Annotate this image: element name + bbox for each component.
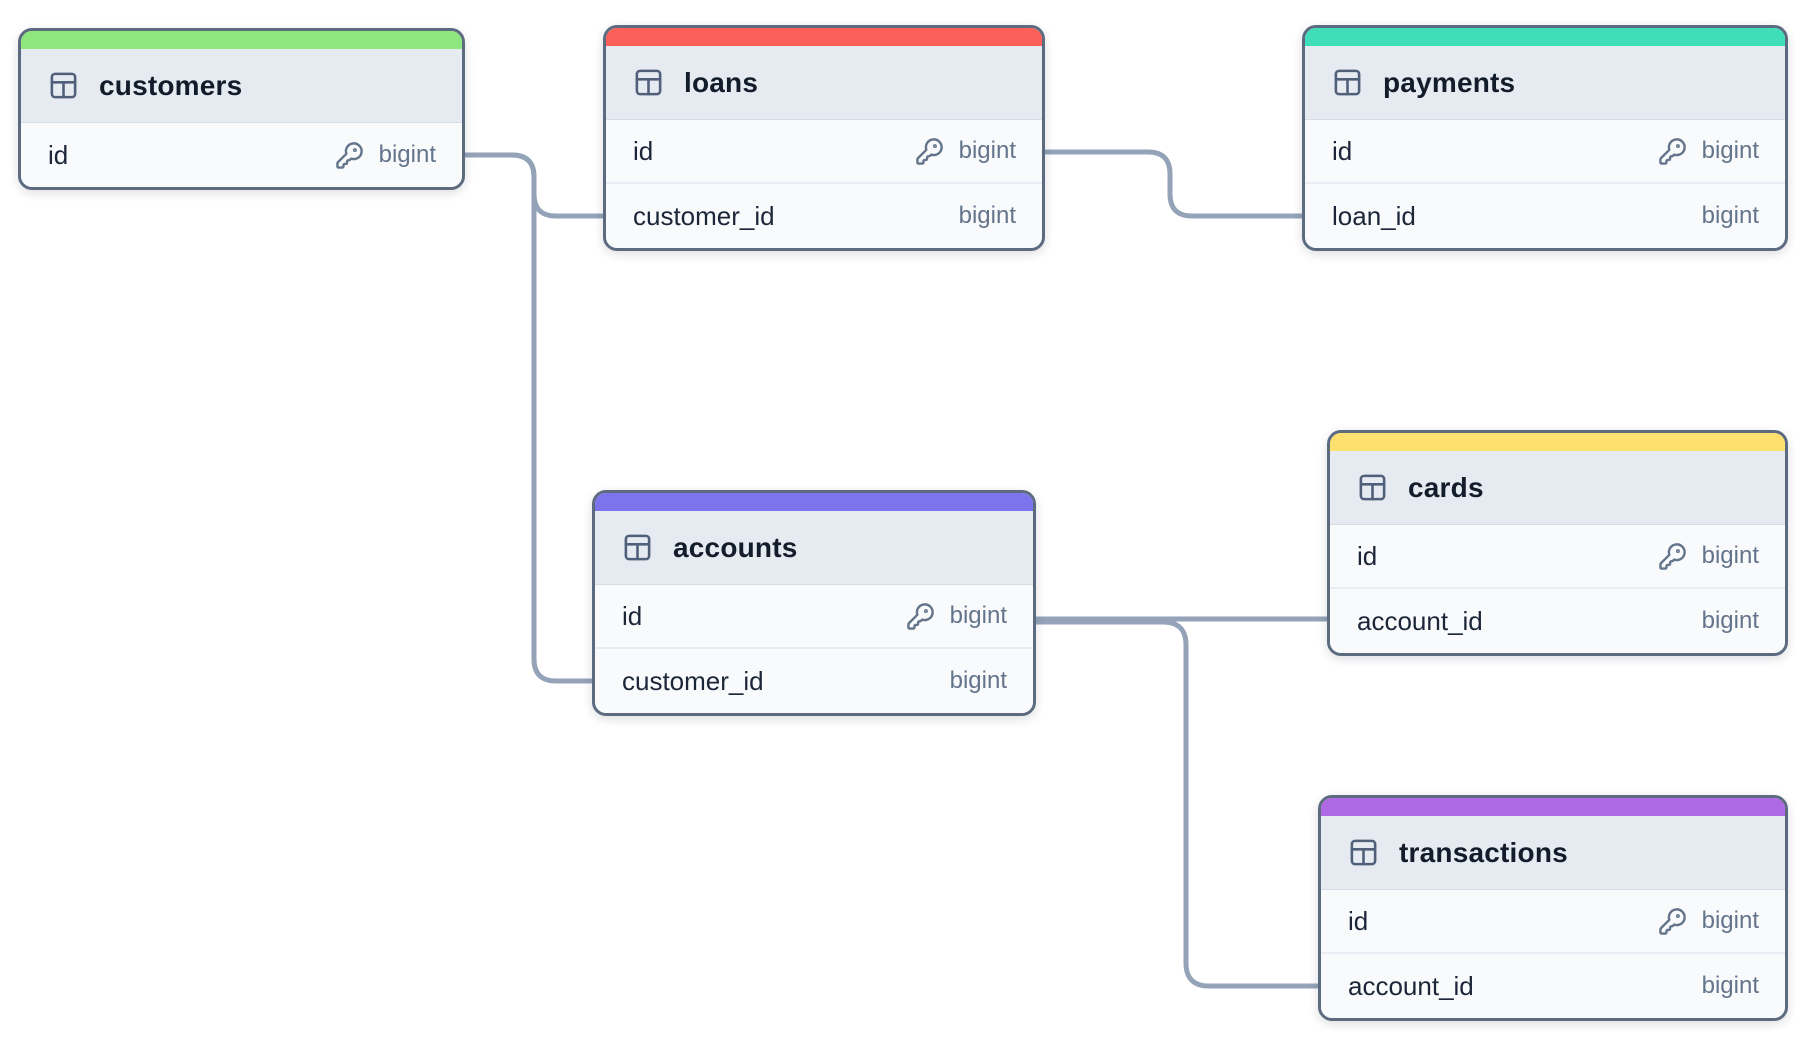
edge-accounts-transactions[interactable] [1032, 619, 1320, 989]
field-type: bigint [1701, 607, 1759, 634]
primary-key-icon [915, 137, 944, 166]
field-name: id [48, 139, 69, 170]
primary-key-icon [1658, 907, 1687, 936]
table-accent-bar [1330, 433, 1785, 451]
edge-loans-payments[interactable] [1041, 149, 1304, 219]
table-row[interactable]: account_id bigint [1330, 589, 1785, 653]
field-name: id [1357, 540, 1378, 571]
table-name: loans [684, 66, 759, 98]
table-name: customers [99, 69, 243, 101]
table-header[interactable]: transactions [1321, 816, 1785, 890]
table-row[interactable]: id bigint [1330, 525, 1785, 589]
field-type: bigint [378, 141, 436, 168]
field-name: customer_id [622, 665, 764, 696]
field-type: bigint [1701, 907, 1759, 934]
edge-customers-accounts[interactable] [461, 152, 594, 684]
table-row[interactable]: id bigint [606, 120, 1042, 184]
field-type: bigint [949, 602, 1007, 629]
table-accent-bar [21, 31, 462, 49]
table-name: accounts [673, 531, 798, 563]
field-name: id [1348, 905, 1369, 936]
table-header[interactable]: accounts [595, 511, 1033, 585]
table-accounts[interactable]: accounts id bigint customer_id bigint [592, 490, 1036, 716]
table-row[interactable]: id bigint [21, 123, 462, 187]
primary-key-icon [335, 141, 364, 170]
table-icon [1348, 837, 1379, 868]
table-icon [622, 532, 653, 563]
field-type: bigint [1701, 542, 1759, 569]
field-name: loan_id [1332, 200, 1416, 231]
table-header[interactable]: loans [606, 46, 1042, 120]
table-icon [48, 70, 79, 101]
field-type: bigint [1701, 202, 1759, 229]
field-name: account_id [1348, 970, 1474, 1001]
field-type: bigint [1701, 137, 1759, 164]
field-type: bigint [958, 202, 1016, 229]
table-name: cards [1408, 471, 1484, 503]
table-header[interactable]: customers [21, 49, 462, 123]
table-accent-bar [595, 493, 1033, 511]
table-cards[interactable]: cards id bigint account_id bigint [1327, 430, 1788, 656]
table-accent-bar [606, 28, 1042, 46]
table-icon [633, 67, 664, 98]
table-row[interactable]: id bigint [1305, 120, 1785, 184]
primary-key-icon [1658, 542, 1687, 571]
field-name: id [1332, 135, 1353, 166]
field-name: account_id [1357, 605, 1483, 636]
field-type: bigint [1701, 972, 1759, 999]
table-icon [1332, 67, 1363, 98]
table-row[interactable]: customer_id bigint [595, 649, 1033, 713]
table-icon [1357, 472, 1388, 503]
field-name: id [633, 135, 654, 166]
table-accent-bar [1321, 798, 1785, 816]
table-header[interactable]: cards [1330, 451, 1785, 525]
table-row[interactable]: loan_id bigint [1305, 184, 1785, 248]
primary-key-icon [1658, 137, 1687, 166]
table-name: payments [1383, 66, 1516, 98]
field-name: customer_id [633, 200, 775, 231]
table-name: transactions [1399, 836, 1568, 868]
table-row[interactable]: customer_id bigint [606, 184, 1042, 248]
field-type: bigint [949, 667, 1007, 694]
field-name: id [622, 600, 643, 631]
table-payments[interactable]: payments id bigint loan_id bigint [1302, 25, 1788, 251]
table-row[interactable]: id bigint [1321, 890, 1785, 954]
primary-key-icon [906, 602, 935, 631]
table-accent-bar [1305, 28, 1785, 46]
table-header[interactable]: payments [1305, 46, 1785, 120]
table-row[interactable]: account_id bigint [1321, 954, 1785, 1018]
table-customers[interactable]: customers id bigint [18, 28, 465, 190]
table-transactions[interactable]: transactions id bigint account_id bigint [1318, 795, 1788, 1021]
table-loans[interactable]: loans id bigint customer_id bigint [603, 25, 1045, 251]
table-row[interactable]: id bigint [595, 585, 1033, 649]
field-type: bigint [958, 137, 1016, 164]
